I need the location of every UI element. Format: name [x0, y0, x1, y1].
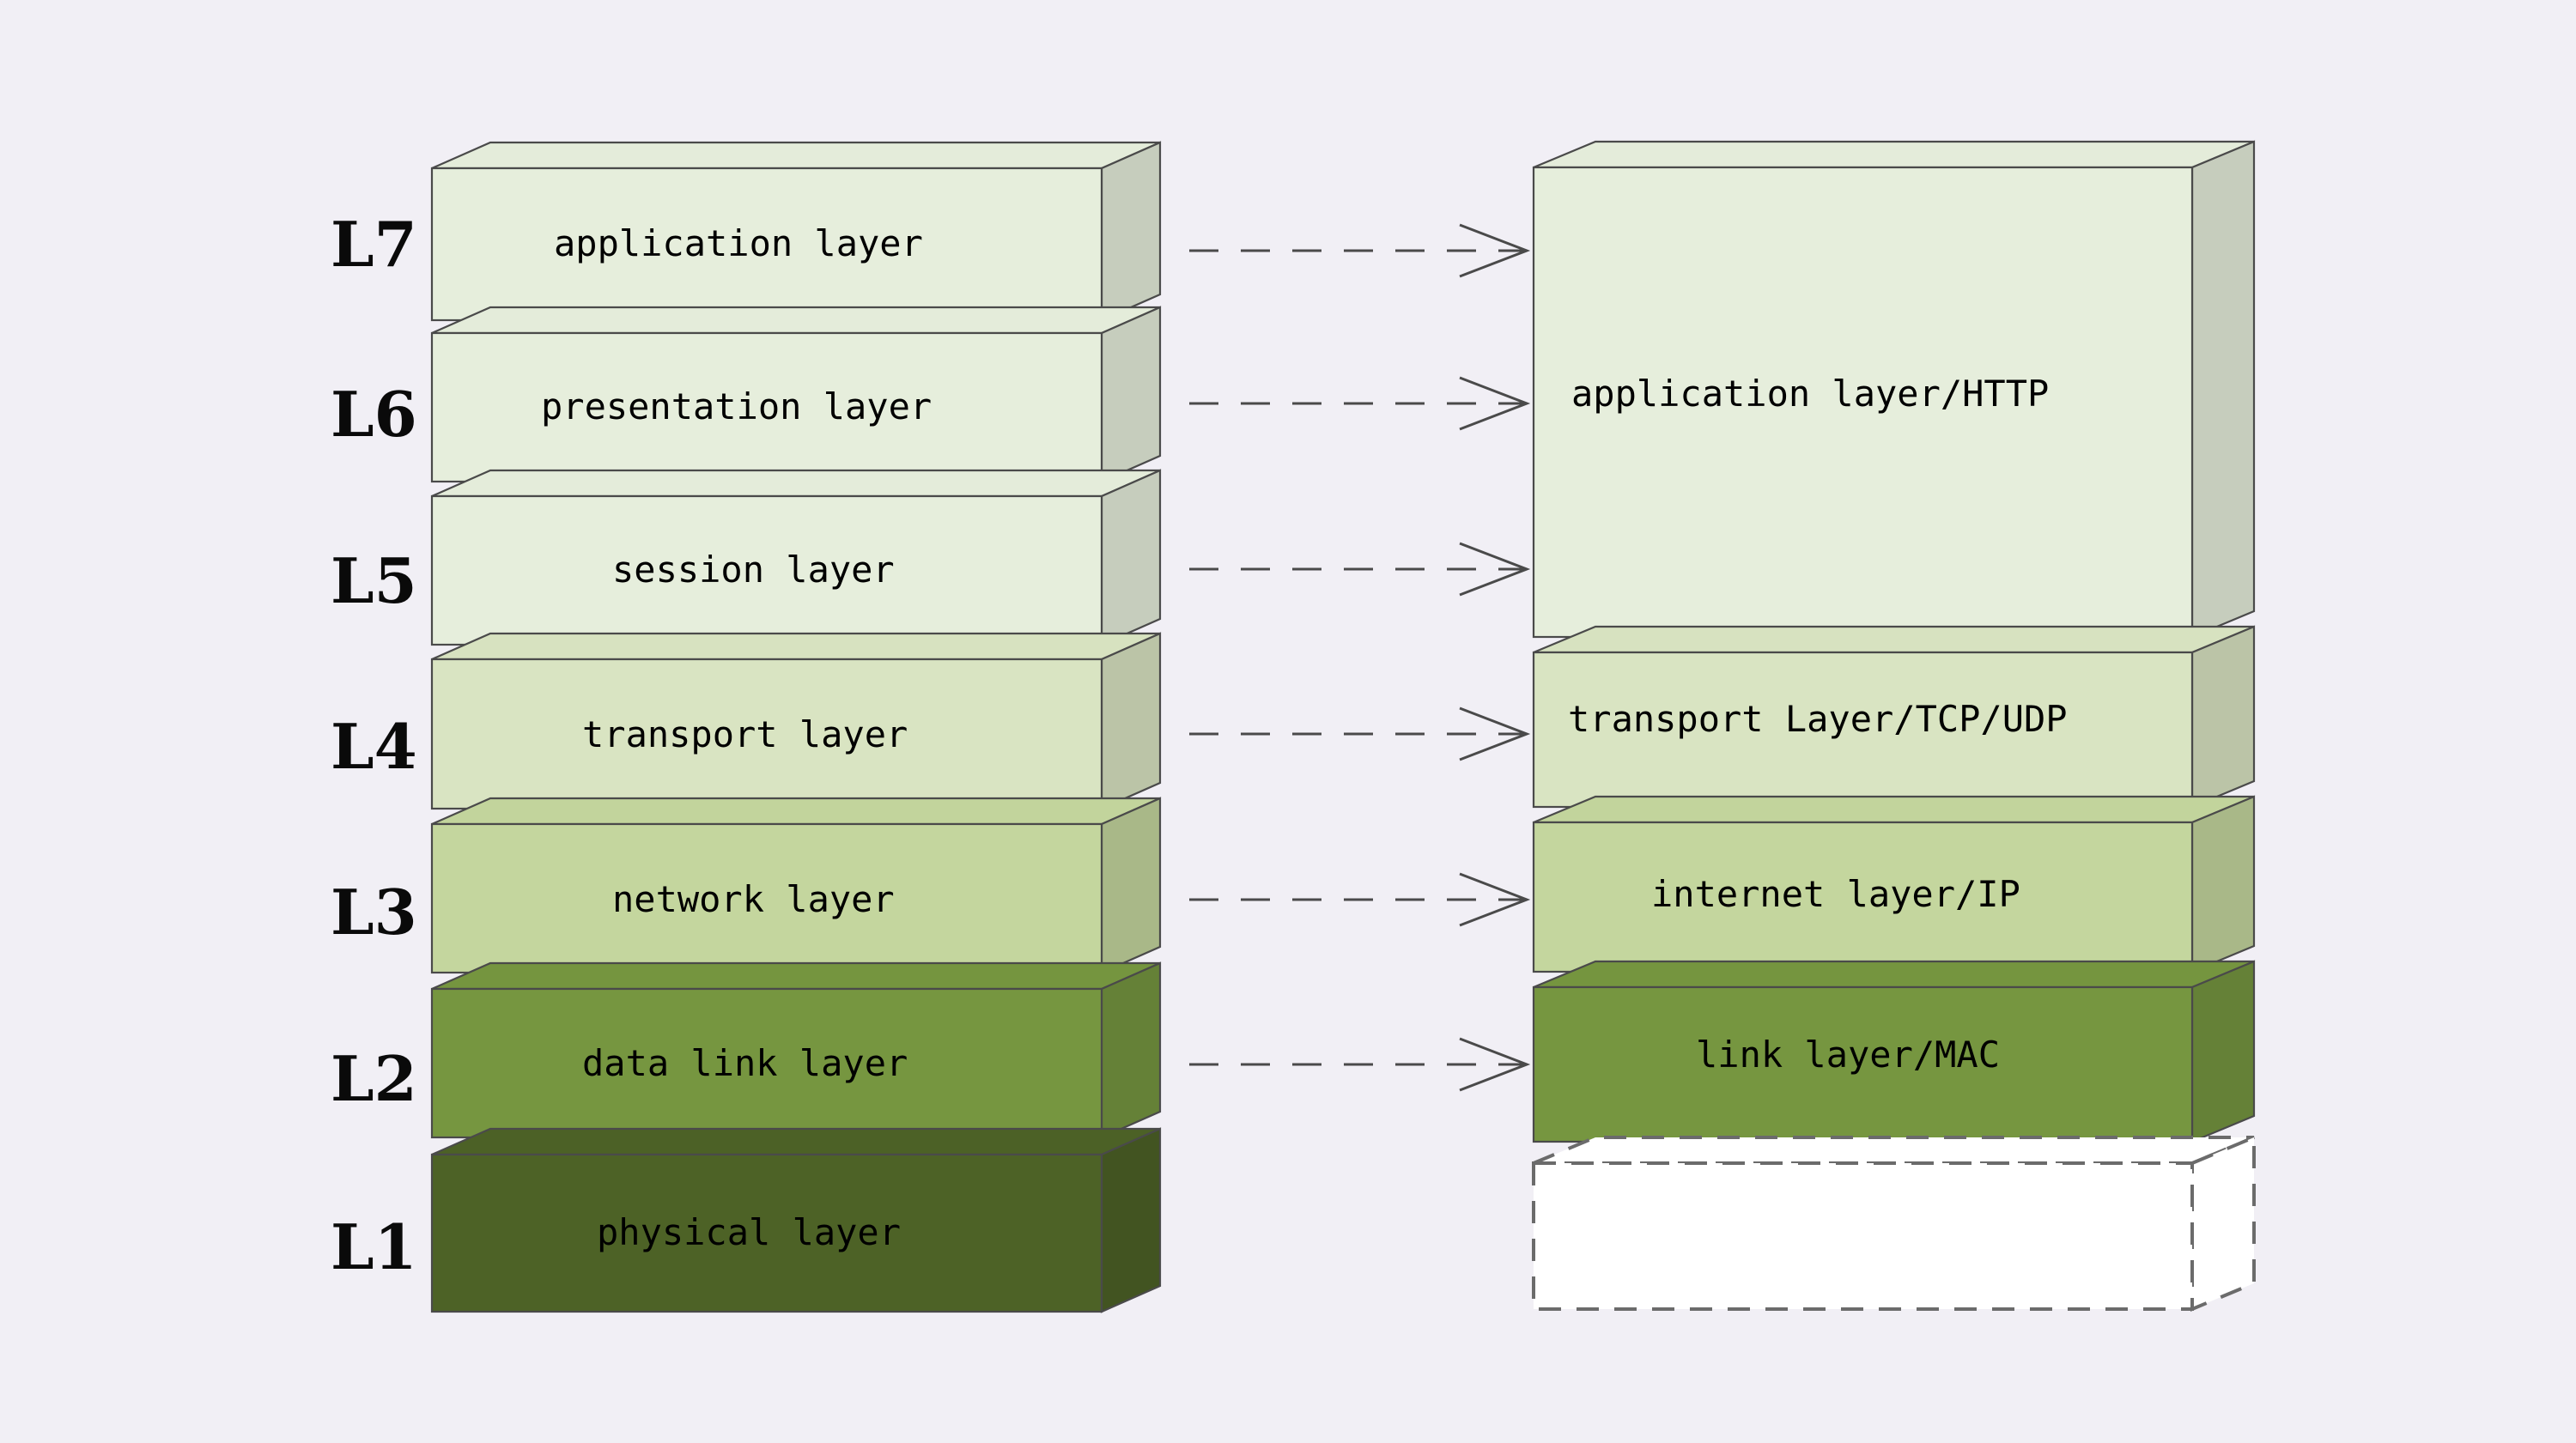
- osi-layer-L1-front: [430, 1153, 1103, 1313]
- tcpip-layer-T3-caption: transport Layer/TCP/UDP: [1568, 698, 2068, 740]
- tcpip-layer-T1-top: [1533, 960, 2255, 989]
- osi-layer-L3-front: [430, 822, 1103, 974]
- tcpip-layer-T2[interactable]: internet layer/IP: [1532, 795, 2256, 973]
- osi-level-label-L5: L5: [331, 544, 417, 617]
- mapping-arrow-L2-head: [1459, 1037, 1531, 1092]
- tcpip-placeholder-side: [2190, 1135, 2256, 1312]
- mapping-arrow-L6-to-T4: [1189, 376, 1531, 431]
- mapping-arrow-L4-head: [1459, 706, 1531, 761]
- tcpip-layer-placeholder[interactable]: [1532, 1135, 2256, 1312]
- osi-layer-L3[interactable]: network layer L3: [331, 797, 1162, 974]
- mapping-arrow-L4-to-T3: [1189, 706, 1531, 761]
- osi-layer-L7-side: [1100, 141, 1162, 322]
- osi-layer-L6[interactable]: presentation layer L6: [331, 306, 1162, 483]
- osi-layer-L4[interactable]: transport layer L4: [331, 632, 1162, 810]
- osi-layer-L7-front: [430, 167, 1103, 322]
- osi-layer-L3-caption: network layer: [612, 878, 895, 920]
- osi-layer-L1[interactable]: physical layer L1: [331, 1127, 1162, 1313]
- osi-level-label-L4: L4: [331, 710, 417, 783]
- tcpip-layer-T3-side: [2190, 625, 2256, 809]
- osi-level-label-L1: L1: [331, 1210, 417, 1283]
- osi-layer-L4-top: [431, 632, 1161, 661]
- osi-level-label-L2: L2: [331, 1042, 417, 1115]
- mapping-arrow-L3-head: [1459, 872, 1531, 927]
- tcpip-layer-T2-caption: internet layer/IP: [1651, 873, 2020, 915]
- tcpip-layer-T1-front: [1532, 985, 2194, 1143]
- osi-layer-L6-top: [431, 306, 1161, 335]
- tcpip-layer-T4[interactable]: application layer/HTTP: [1532, 140, 2256, 639]
- osi-level-label-L7: L7: [331, 208, 417, 281]
- tcpip-layer-T4-top: [1533, 140, 2255, 169]
- osi-layer-L2[interactable]: data link layer L2: [331, 961, 1162, 1139]
- tcpip-layer-T4-front: [1532, 166, 2194, 639]
- osi-layer-L1-caption: physical layer: [597, 1211, 901, 1253]
- tcpip-layer-T1[interactable]: link layer/MAC: [1532, 960, 2256, 1143]
- osi-layer-L4-side: [1100, 632, 1162, 810]
- osi-layer-L2-caption: data link layer: [582, 1042, 908, 1084]
- tcpip-layer-T2-side: [2190, 795, 2256, 973]
- tcpip-layer-T4-side: [2190, 140, 2256, 639]
- osi-layer-L2-front: [430, 987, 1103, 1139]
- osi-layer-L6-front: [430, 331, 1103, 483]
- mapping-arrow-L2-to-T1: [1189, 1037, 1531, 1092]
- osi-layer-L7-top: [431, 141, 1161, 170]
- osi-layer-L4-caption: transport layer: [582, 713, 908, 755]
- mapping-arrow-L7-head: [1459, 223, 1531, 278]
- osi-layer-L7[interactable]: application layer L7: [331, 141, 1162, 322]
- osi-layer-L5-caption: session layer: [612, 549, 895, 591]
- osi-layer-L3-side: [1100, 797, 1162, 974]
- tcpip-placeholder-front: [1532, 1161, 2194, 1311]
- osi-layer-L5-front: [430, 494, 1103, 646]
- osi-layer-L2-side: [1100, 961, 1162, 1139]
- osi-layer-L1-top: [431, 1127, 1161, 1156]
- mapping-arrow-L5-head: [1459, 542, 1531, 597]
- osi-layer-L6-caption: presentation layer: [541, 385, 932, 427]
- tcpip-layer-T2-top: [1533, 795, 2255, 824]
- mapping-arrow-L5-to-T4: [1189, 542, 1531, 597]
- osi-layer-L5-top: [431, 469, 1161, 498]
- osi-layer-L1-side: [1100, 1127, 1162, 1313]
- tcpip-layer-T3[interactable]: transport Layer/TCP/UDP: [1532, 625, 2256, 809]
- osi-layer-L5-side: [1100, 469, 1162, 646]
- tcpip-layer-T4-caption: application layer/HTTP: [1571, 373, 2049, 415]
- osi-layer-L3-top: [431, 797, 1161, 826]
- tcpip-placeholder-top: [1533, 1136, 2255, 1165]
- osi-layer-L2-top: [431, 961, 1161, 991]
- osi-layer-L4-front: [430, 658, 1103, 810]
- osi-layer-L7-caption: application layer: [554, 222, 923, 264]
- osi-level-label-L3: L3: [331, 876, 417, 949]
- osi-layer-L5[interactable]: session layer L5: [331, 469, 1162, 646]
- mapping-arrow-L6-head: [1459, 376, 1531, 431]
- tcpip-layer-T1-caption: link layer/MAC: [1696, 1034, 2000, 1076]
- mapping-arrow-L7-to-T4: [1189, 223, 1531, 278]
- mapping-arrow-L3-to-T2: [1189, 872, 1531, 927]
- tcpip-layer-T2-front: [1532, 821, 2194, 973]
- tcpip-layer-T1-side: [2190, 960, 2256, 1143]
- osi-level-label-L6: L6: [331, 378, 417, 451]
- osi-layer-L6-side: [1100, 306, 1162, 483]
- tcpip-layer-T3-top: [1533, 625, 2255, 654]
